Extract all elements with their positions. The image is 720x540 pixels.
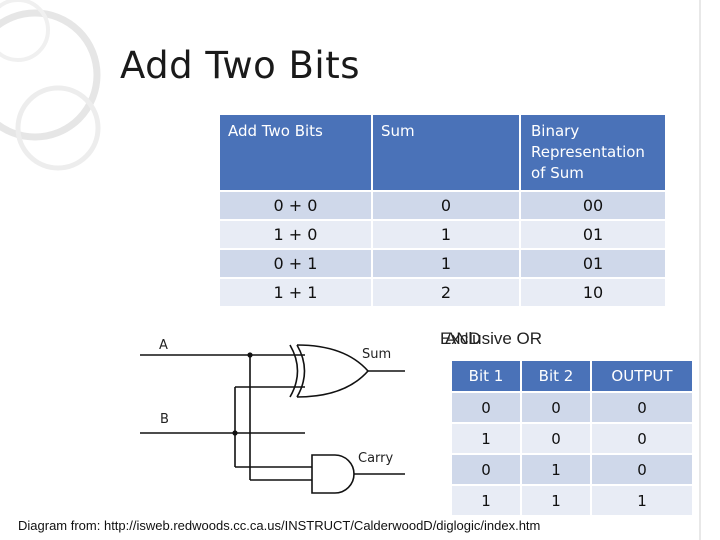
table-row: 0 1 0 [452, 453, 692, 485]
truth-table: Bit 1 Bit 2 OUTPUT 0 0 0 1 0 0 0 1 0 1 1… [452, 361, 692, 515]
table-row: 0 0 0 [452, 391, 692, 423]
carry-output-label: Carry [358, 451, 394, 466]
truth-table-header-bit2: Bit 2 [521, 361, 592, 392]
table-cell: 0 [521, 422, 592, 454]
junction-dot [232, 430, 238, 436]
table-cell: 0 + 0 [220, 190, 373, 220]
slide-title: Add Two Bits [120, 44, 360, 87]
xor-gate-input-curve [289, 344, 299, 398]
table-cell: 0 [452, 391, 522, 423]
table-cell: 00 [520, 190, 665, 220]
table-cell: 0 [521, 391, 592, 423]
table-cell: 1 [591, 484, 692, 515]
table-cell: 01 [520, 248, 665, 278]
xor-gate-body [296, 344, 370, 398]
table-cell: 2 [372, 277, 521, 306]
and-gate-body [311, 454, 355, 494]
table-cell: 1 + 0 [220, 219, 373, 249]
table-cell: 1 [521, 484, 592, 515]
sum-table: Add Two Bits Sum Binary Representation o… [220, 115, 665, 306]
table-cell: 0 + 1 [220, 248, 373, 278]
table-cell: 0 [372, 190, 521, 220]
source-footer: Diagram from: http://isweb.redwoods.cc.c… [18, 518, 541, 533]
junction-dot [247, 352, 253, 358]
table-cell: 1 [452, 484, 522, 515]
table-cell: 0 [591, 391, 692, 423]
table-row: 1 + 0 1 01 [220, 219, 665, 249]
input-b-label: B [160, 412, 169, 427]
table-cell: 1 [521, 453, 592, 485]
half-adder-circuit [140, 344, 405, 494]
input-a-label: A [159, 338, 168, 353]
table-row: 0 + 0 0 00 [220, 190, 665, 220]
table-row: 0 + 1 1 01 [220, 248, 665, 278]
table-cell: 1 [372, 248, 521, 278]
sum-table-header-binary: Binary Representation of Sum [520, 115, 665, 191]
truth-table-header-output: OUTPUT [591, 361, 692, 392]
table-row: 1 + 1 2 10 [220, 277, 665, 306]
table-cell: 1 [452, 422, 522, 454]
table-cell: 0 [591, 422, 692, 454]
gate-caption-and: AND [445, 329, 481, 348]
table-cell: 1 [372, 219, 521, 249]
sum-table-header-add: Add Two Bits [220, 115, 373, 191]
table-cell: 10 [520, 277, 665, 306]
table-row: 1 1 1 [452, 484, 692, 515]
table-row: 1 0 0 [452, 422, 692, 454]
table-cell: 01 [520, 219, 665, 249]
table-cell: 0 [591, 453, 692, 485]
table-cell: 0 [452, 453, 522, 485]
sum-output-label: Sum [362, 347, 392, 362]
gate-caption-exclusive-or: Exclusive OR [440, 329, 543, 348]
table-cell: 1 + 1 [220, 277, 373, 306]
truth-table-header-bit1: Bit 1 [452, 361, 522, 392]
sum-table-header-sum: Sum [372, 115, 521, 191]
